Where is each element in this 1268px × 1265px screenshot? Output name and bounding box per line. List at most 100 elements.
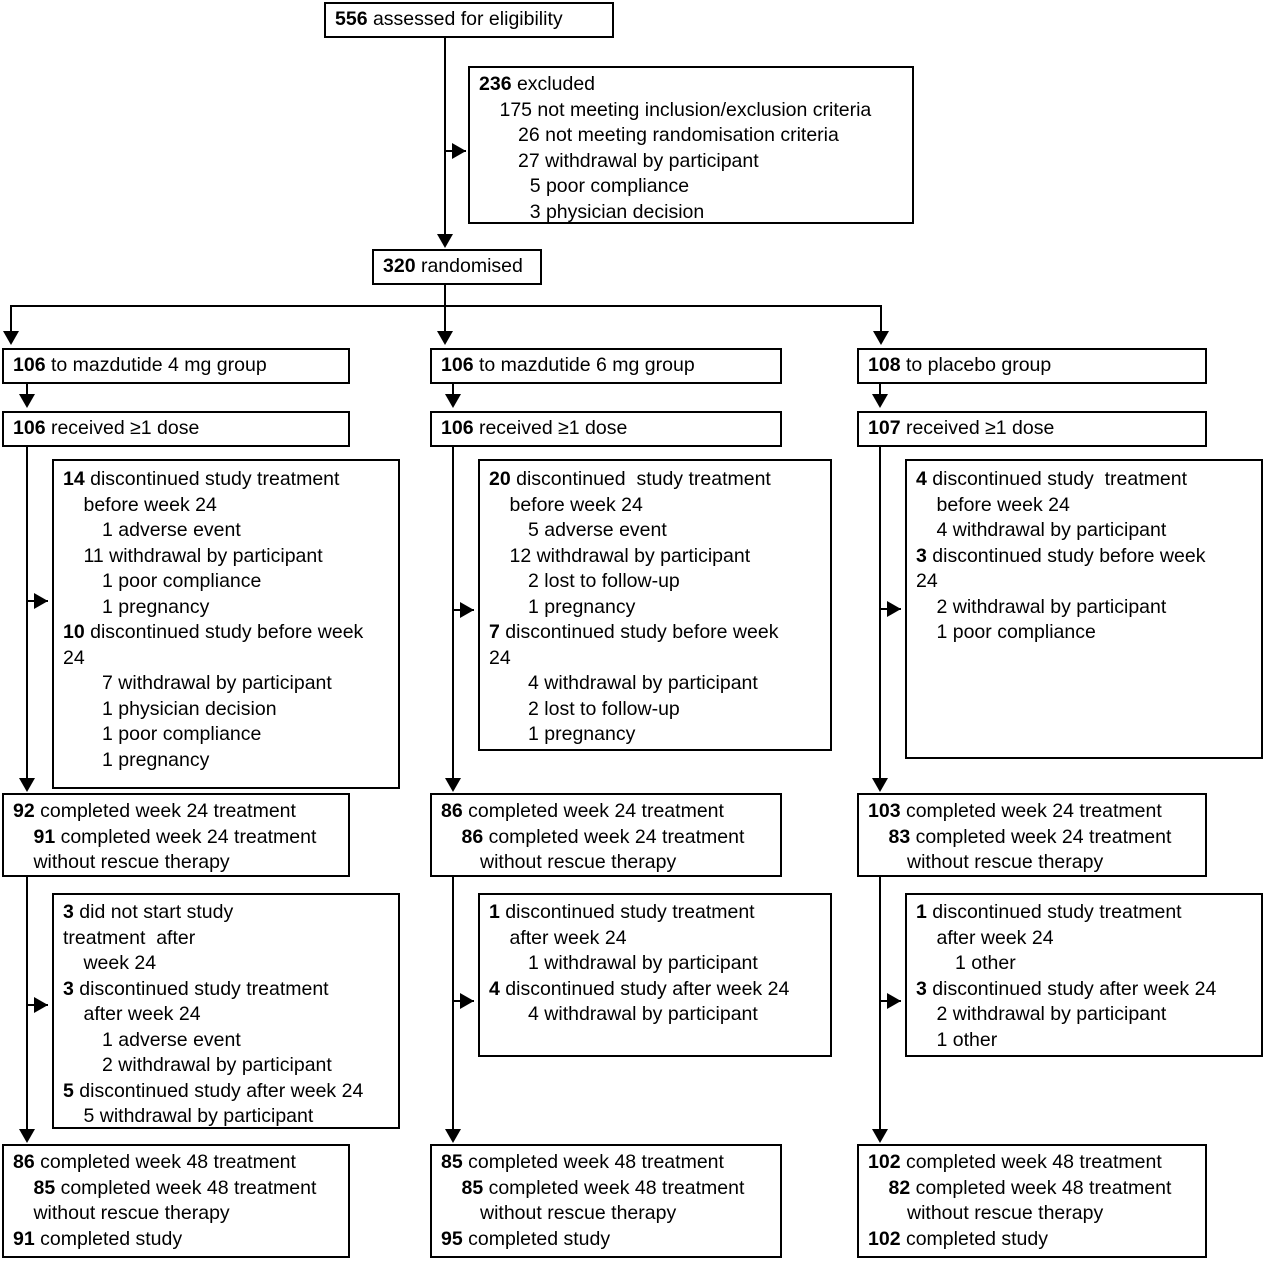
arm1-post24-g0-count: 3 (63, 901, 74, 923)
arm3-week24-l3-label: without rescue therapy (907, 851, 1104, 873)
arm2-connector-alloc-to-dose (452, 384, 454, 396)
arm1-post24-g1-item-count: 1 (102, 1028, 113, 1051)
arm2-arrow-to-pre24-box (460, 602, 474, 618)
arm1-arrow-to-pre24-box (34, 593, 48, 609)
arm3-dosed-count: 107 (868, 417, 901, 439)
excluded-label: excluded (511, 73, 596, 95)
arm2-week48-l1-count: 85 (441, 1151, 463, 1173)
arm2-pre24-g0-item-label: withdrawal by participant (531, 544, 751, 567)
arm1-pre24-g0-item-label: pregnancy (112, 595, 210, 618)
arm1-post24-g2-head: discontinued study after week 24 (73, 1079, 364, 1102)
connector-to-arm2 (444, 305, 446, 333)
arm3-pre24-g0-head2: before week 24 (936, 493, 1070, 516)
arm2-week48-l4-count: 95 (441, 1227, 463, 1250)
excluded-reason-count: 175 (499, 98, 533, 121)
arm3-pre24-g1-head: discontinued study before week (926, 544, 1206, 567)
arm1-pre24-g0-item-count: 11 (83, 544, 104, 567)
arm2-pre24-g0-head: discontinued study treatment (510, 468, 771, 490)
arm1-week48-l2-count: 85 (33, 1176, 56, 1199)
arm2-dosed-label: received ≥1 dose (473, 417, 628, 439)
arm1-pre24-g1-head: discontinued study before week (84, 621, 364, 643)
arrow-to-arm1 (3, 331, 19, 345)
arm2-pre24-g1-item-count: 4 (528, 672, 539, 694)
arm3-arrow-alloc-to-dose (872, 394, 888, 408)
arm1-allocation-box: 106 to mazdutide 4 mg group (2, 348, 350, 384)
arm1-week24-l2-label: completed week 24 treatment (55, 825, 317, 848)
excluded-count: 236 (479, 73, 512, 95)
arm1-week24-l3-label: without rescue therapy (33, 851, 230, 873)
arm3-post24-g1-head: discontinued study after week 24 (926, 977, 1217, 1000)
arm2-week24-l1-count: 86 (441, 800, 463, 822)
arm2-week24-l1-label: completed week 24 treatment (462, 800, 724, 822)
arm1-pre24-g0-item-count: 1 (102, 570, 113, 592)
arm1-pre24-g1-item-count: 7 (102, 672, 113, 694)
arrow-to-arm3 (873, 331, 889, 345)
arm3-week48-box: 102 completed week 48 treatment 82 compl… (857, 1144, 1207, 1258)
arm1-post24-g0-head3: week 24 (83, 952, 157, 974)
arm2-pre24-g1-head2: 24 (489, 646, 511, 669)
arm1-pre24-g1-item-label: physician decision (112, 697, 277, 720)
arm3-pre-week24-box: 4 discontinued study treatment before we… (905, 459, 1263, 759)
arm2-week24-l2-label: completed week 24 treatment (483, 825, 745, 848)
arm2-post24-g0-item-label: withdrawal by participant (538, 952, 758, 974)
arm1-post24-g1-head: discontinued study treatment (73, 977, 329, 1000)
arrow-to-excluded (452, 143, 466, 159)
arm2-post24-g1-count: 4 (489, 977, 500, 1000)
arm1-post24-g1-head2: after week 24 (83, 1003, 201, 1025)
arm1-connector-week24-to-week48 (26, 877, 28, 1135)
arm2-pre24-g1-item-label: withdrawal by participant (538, 672, 758, 694)
arrow-to-arm2 (437, 331, 453, 345)
arrow-assessed-to-randomised (437, 234, 453, 248)
arm1-allocation-label: to mazdutide 4 mg group (45, 354, 267, 376)
arm1-arrow-dose-to-week24 (19, 778, 35, 792)
arm3-post24-g1-item-count: 1 (936, 1028, 948, 1051)
arm3-pre24-g0-item-count: 4 (936, 519, 948, 541)
arm3-dosed-box: 107 received ≥1 dose (857, 411, 1207, 447)
arm2-week24-l2-count: 86 (461, 825, 484, 848)
arm3-week48-l4-label: completed study (900, 1227, 1048, 1250)
arm3-connector-alloc-to-dose (879, 384, 881, 396)
arm3-post-week24-box: 1 discontinued study treatment after wee… (905, 893, 1263, 1057)
arm2-post24-g0-item-count: 1 (528, 952, 539, 974)
arm1-post24-g0-head2: treatment after (63, 926, 196, 949)
arm2-pre24-g0-item-count: 12 (509, 544, 532, 567)
arm3-week24-l1-label: completed week 24 treatment (900, 800, 1162, 822)
arm1-week24-l1-count: 92 (13, 800, 35, 822)
arm2-pre24-g0-item-label: pregnancy (538, 595, 636, 618)
arm1-pre24-g0-item-count: 1 (102, 519, 113, 541)
arm2-pre24-g0-count: 20 (489, 468, 511, 490)
arm3-connector-dose-to-week24 (879, 447, 881, 784)
arm2-post24-g0-count: 1 (489, 901, 500, 923)
arm2-allocation-box: 106 to mazdutide 6 mg group (430, 348, 782, 384)
arm1-connector-alloc-to-dose (26, 384, 28, 396)
assessed-for-eligibility-box: 556 assessed for eligibility (324, 2, 614, 38)
arm1-pre24-g0-head: discontinued study treatment (84, 468, 340, 490)
arm3-post24-g1-count: 3 (916, 977, 927, 1000)
arm2-arrow-to-post24-box (460, 993, 474, 1009)
arm2-week48-box: 85 completed week 48 treatment 85 comple… (430, 1144, 782, 1258)
arm1-week24-box: 92 completed week 24 treatment 91 comple… (2, 793, 350, 877)
arm1-dosed-box: 106 received ≥1 dose (2, 411, 350, 447)
arm2-pre24-g0-item-count: 2 (528, 570, 539, 592)
arm3-post24-g0-head2: after week 24 (936, 926, 1054, 949)
excluded-reason-count: 5 (529, 175, 541, 197)
excluded-reason-label: not meeting inclusion/exclusion criteria (532, 98, 872, 121)
arm2-week48-l2-count: 85 (461, 1176, 484, 1199)
excluded-box: 236 excluded 175 not meeting inclusion/e… (468, 66, 914, 224)
arm1-pre24-g0-count: 14 (63, 468, 85, 490)
arm3-allocation-count: 108 (868, 354, 901, 376)
arm1-post24-g1-item-label: withdrawal by participant (112, 1054, 332, 1076)
arm3-allocation-box: 108 to placebo group (857, 348, 1207, 384)
arm3-dosed-label: received ≥1 dose (900, 417, 1055, 439)
arm2-arrow-alloc-to-dose (445, 394, 461, 408)
connector-to-arm1 (10, 305, 12, 333)
arm1-post24-g0-head: did not start study (73, 901, 234, 923)
excluded-reason-count: 27 (518, 149, 540, 172)
arm3-week48-l3-label: without rescue therapy (907, 1202, 1104, 1224)
arm3-week48-l1-count: 102 (868, 1151, 901, 1173)
arm2-post24-g1-item-label: withdrawal by participant (538, 1003, 758, 1025)
arm1-dosed-count: 106 (13, 417, 46, 439)
arm2-pre24-g1-item-label: pregnancy (538, 723, 636, 745)
arm3-week24-box: 103 completed week 24 treatment 83 compl… (857, 793, 1207, 877)
arm1-dosed-label: received ≥1 dose (45, 417, 200, 439)
